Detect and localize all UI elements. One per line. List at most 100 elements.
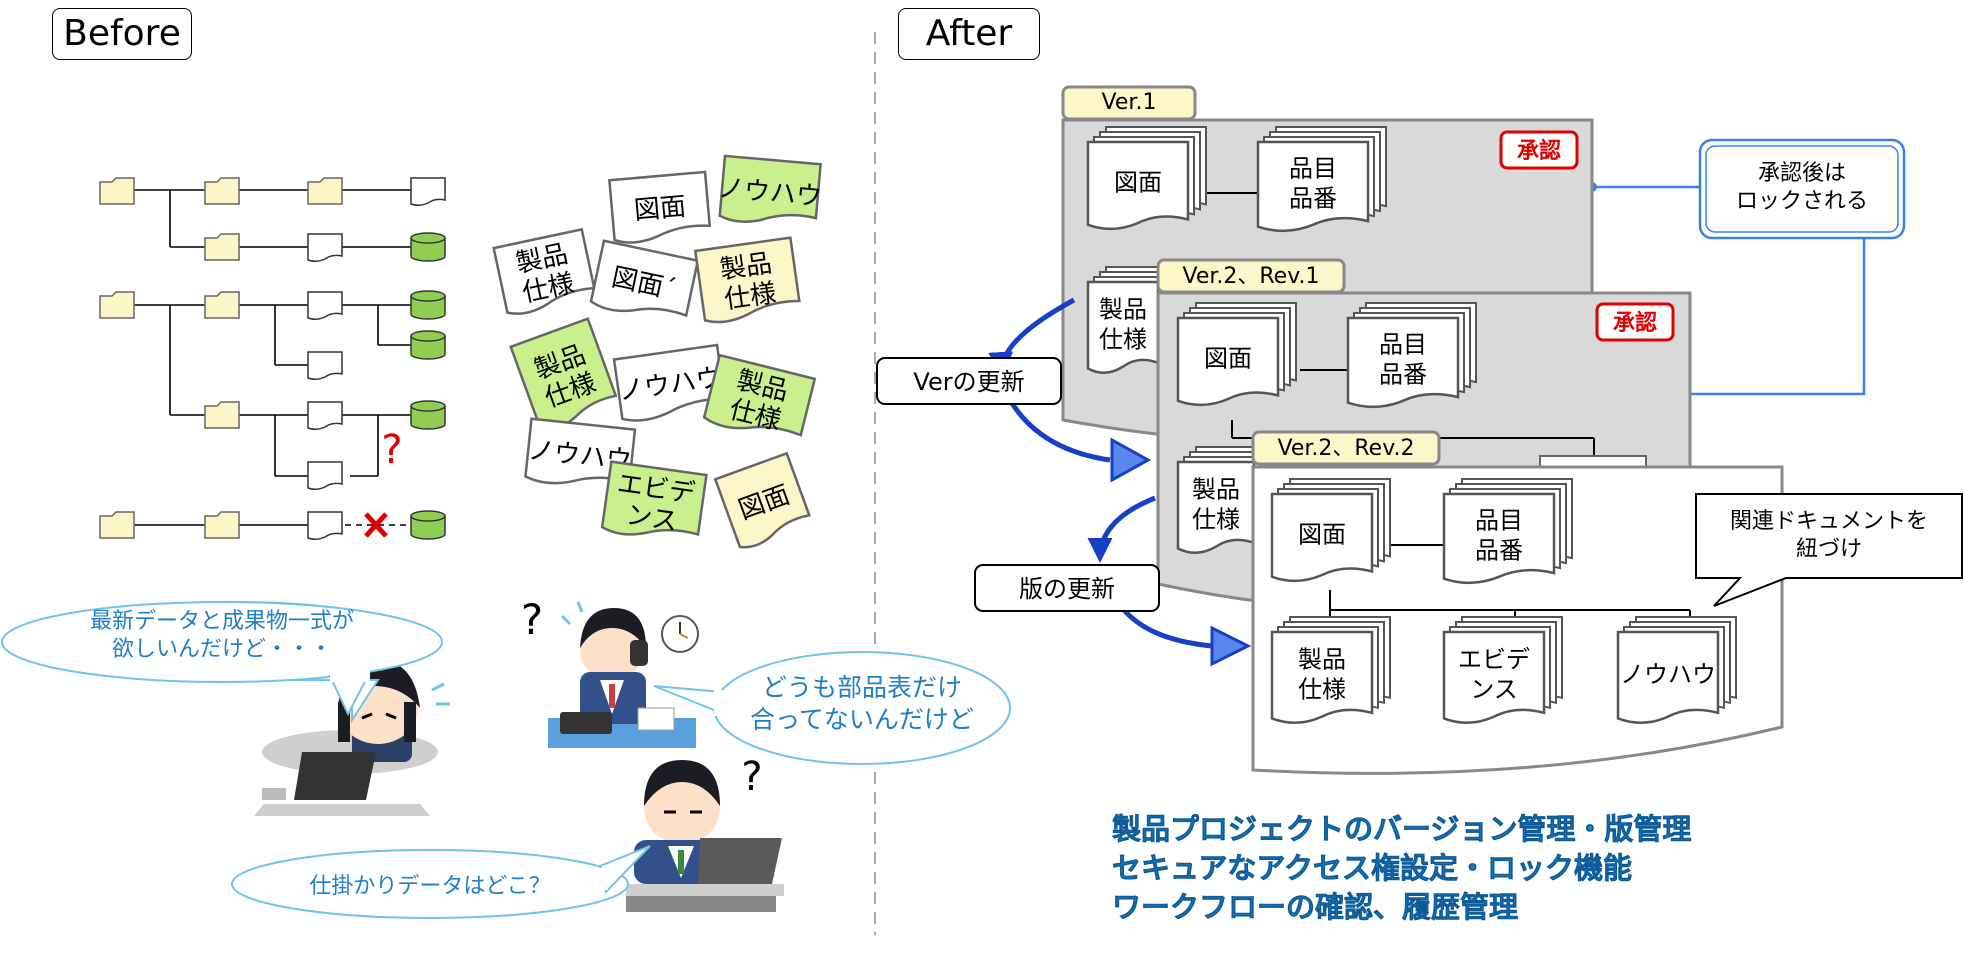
database-icon [410,510,446,540]
doc-label: ノウハウ [1620,660,1716,688]
doc-drawing-v2: 図面 [1176,302,1297,407]
lock-note-text-line: 承認後は [1758,161,1846,186]
doc-label: 図面 [1114,169,1162,197]
doc-label: 仕様 [1099,325,1147,353]
approval-stamp-1 [1499,130,1579,170]
rev-update-arrow-curve [1122,608,1213,649]
approval-stamp-2 [1595,302,1675,342]
doc-label: 品目 [1379,330,1427,358]
folder-tree: ? [99,177,446,541]
database-icon [410,290,446,320]
doc-label: エビデ [1458,645,1530,673]
sticky-note: 図面 [608,170,712,244]
question-mark: ? [381,427,402,473]
doc-knowhow-v3: ノウハウ [1616,616,1737,724]
doc-label: 製品 [1298,645,1346,673]
rev-update-arrow-down [1087,495,1156,563]
worker-laptop-illustration [626,760,784,912]
folder-icon [99,177,135,205]
worker-phone-illustration [548,601,699,748]
worker-woman-illustration [254,660,450,816]
doc-label: 品番 [1475,536,1523,564]
doc-drawing-v1: 図面 [1086,126,1207,231]
rev-update-label-box [974,564,1160,612]
lock-note-box [1698,138,1906,240]
before-title: Before [52,8,192,60]
doc-label: 図面 [1204,345,1252,373]
confused-mark-1: ? [521,595,543,644]
file-icon [307,511,343,541]
doc-label: 図面 [1298,521,1346,549]
doc-label: 品目 [1475,506,1523,534]
link-note-text-line: 紐づけ [1796,537,1862,562]
approval-stamp-text-2: 承認 [1613,310,1657,336]
sticky-note-label: 製品 [718,249,774,286]
broken-link-icon [364,512,388,538]
version-tab-label-3: Ver.2、Rev.2 [1277,436,1414,461]
file-icon [307,233,343,263]
confused-mark-2: ? [741,754,762,800]
doc-label: ンス [1470,675,1518,703]
after-title: After [898,8,1040,60]
feature-line-2: セキュアなアクセス権設定・ロック機能 [1112,851,1632,885]
file-icon [410,177,446,207]
bubble-2-text-line: どうも部品表だけ [762,673,962,702]
feature-line-3: ワークフローの確認、履歴管理 [1112,890,1518,924]
doc-label: 製品 [1099,295,1147,323]
file-icon [307,291,343,321]
folder-icon [307,177,343,205]
sticky-note-label: 図面 [633,192,687,226]
database-icon [410,400,446,430]
ver-update-arrow-curve [1007,398,1111,463]
version-tab-label-1: Ver.1 [1102,90,1157,115]
version-tab-3 [1251,430,1441,466]
sticky-note: ノウハウ [717,154,823,223]
folder-icon [204,511,240,539]
doc-label: 仕様 [1192,505,1240,533]
sticky-note: 図面´ [589,239,700,318]
ver-update-label-box [876,357,1062,405]
rev-update-label: 版の更新 [1019,575,1115,603]
ver-update-label: Verの更新 [913,368,1024,396]
lock-connector-2 [1686,236,1866,396]
link-note-text-line: 関連ドキュメントを [1730,509,1928,534]
bubble-2-text-line: 合ってないんだけど [750,705,974,734]
ver-update-arrowhead [1110,437,1152,483]
rev-update-arrowhead [1210,625,1252,667]
folder-icon [99,291,135,319]
folder-icon [204,177,240,205]
doc-label: 仕様 [1298,675,1346,703]
database-icon [410,330,446,360]
sticky-note-label: ンス [624,500,679,537]
sticky-note: 図面 [713,451,811,549]
doc-label: 品目 [1289,154,1337,182]
version-tab-label-2: Ver.2、Rev.1 [1182,264,1319,289]
doc-label: 品番 [1379,360,1427,388]
approval-stamp-text-1: 承認 [1517,138,1561,164]
bubble-3-text: 仕掛かりデータはどこ？ [309,874,550,899]
file-icon [307,351,343,381]
sticky-note: ノウハウ [524,417,637,485]
bubble-1-body [1,601,443,683]
folder-icon [204,401,240,429]
feature-line-1: 製品プロジェクトのバージョン管理・版管理 [1112,812,1691,846]
sticky-note-label: 仕様 [722,278,778,315]
folder-icon [204,233,240,261]
file-icon [307,401,343,431]
database-icon [410,232,446,262]
